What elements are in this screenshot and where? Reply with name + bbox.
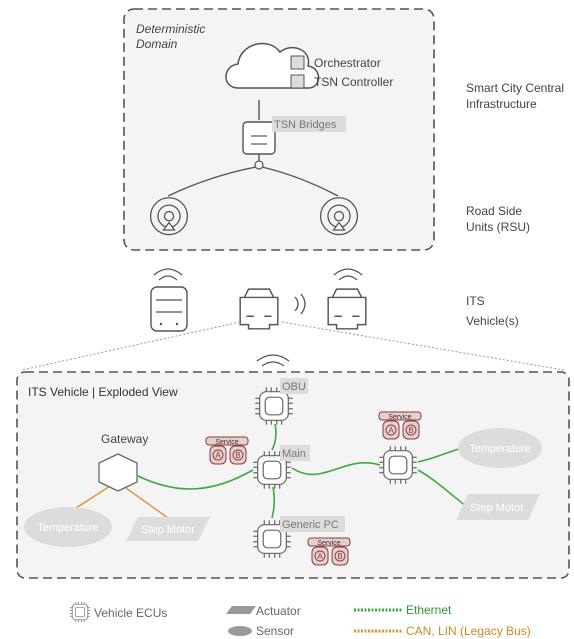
domain-title-line2: Domain [136,37,178,51]
domain-title-line1: Deterministic [136,22,205,36]
main-label: Main [282,448,306,460]
legend-actuator-icon [226,606,256,614]
tsn-bridges-label: TSN Bridges [274,119,337,131]
obu-label: OBU [282,381,306,393]
svg-text:B: B [337,552,342,561]
explode-line-left [21,321,241,371]
bridge-junction [254,160,264,170]
svg-text:B: B [235,451,240,460]
rsu-label-line1: Road Side [466,204,522,218]
svg-text:B: B [408,426,413,435]
explode-line-right [281,321,565,371]
step-motor-right-label: Step Motor [470,502,524,514]
obu-label-bg [280,378,308,394]
generic-pc-label-bg [280,516,345,532]
legend-actuator-label: Actuator [256,604,301,618]
temperature-sensor-right [458,428,542,468]
ethernet-links [137,423,467,519]
legend-ethernet-label: Ethernet [406,603,452,617]
rsu-left-link [167,166,257,197]
generic-pc-label: Generic PC [282,519,339,531]
obu-wireless-icon [256,354,290,367]
svg-text:Service: Service [317,540,340,547]
tsn-bridges-label-bg [272,116,346,132]
tsn-bridge-icon [242,121,276,155]
central-label-line2: Infrastructure [466,97,537,111]
legend-sensor-label: Sensor [256,624,294,638]
vehicle-front-icon-2 [327,288,367,330]
legend-ecus-label: Vehicle ECUs [94,606,167,620]
its-label-line1: ITS [466,294,485,308]
rsu-right-link [261,166,339,197]
legend-ecu-icon [69,601,91,623]
temperature-sensor-left [24,507,112,547]
main-label-bg [280,445,310,461]
temperature-sensor-right-label: Temperature [469,443,531,455]
svg-text:A: A [215,451,221,460]
gateway-icon [98,453,138,492]
tsn-controller-label: TSN Controller [314,75,393,89]
orchestrator-icon [290,55,305,70]
rsu-label-line2: Units (RSU) [466,220,530,234]
vehicle-top-icon [150,286,188,332]
legend-can-label: CAN, LIN (Legacy Bus) [406,624,531,638]
step-motor-actuator-right [456,494,540,520]
tsn-controller-icon [290,74,305,89]
temperature-sensor-left-label: Temperature [37,522,99,534]
svg-text:A: A [388,426,394,435]
svg-text:A: A [317,552,323,561]
orchestrator-label: Orchestrator [314,56,381,70]
service-badge-right: Service A B [378,411,422,440]
legend-sensor-icon [228,626,252,636]
its-label-line2: Vehicle(s) [466,314,519,328]
service-badge-main: Service A B [205,436,249,465]
svg-text:Service: Service [388,414,411,421]
wireless-icon [153,268,363,315]
svg-text:Service: Service [215,439,238,446]
service-badge-generic-pc: Service A B [307,537,351,566]
gateway-label: Gateway [101,432,148,446]
vehicle-front-icon [239,288,279,330]
exploded-view-title: ITS Vehicle | Exploded View [28,385,178,399]
step-motor-left-label: Step Motor [141,524,195,536]
step-motor-actuator-left [126,517,210,541]
central-label-line1: Smart City Central [466,81,564,95]
